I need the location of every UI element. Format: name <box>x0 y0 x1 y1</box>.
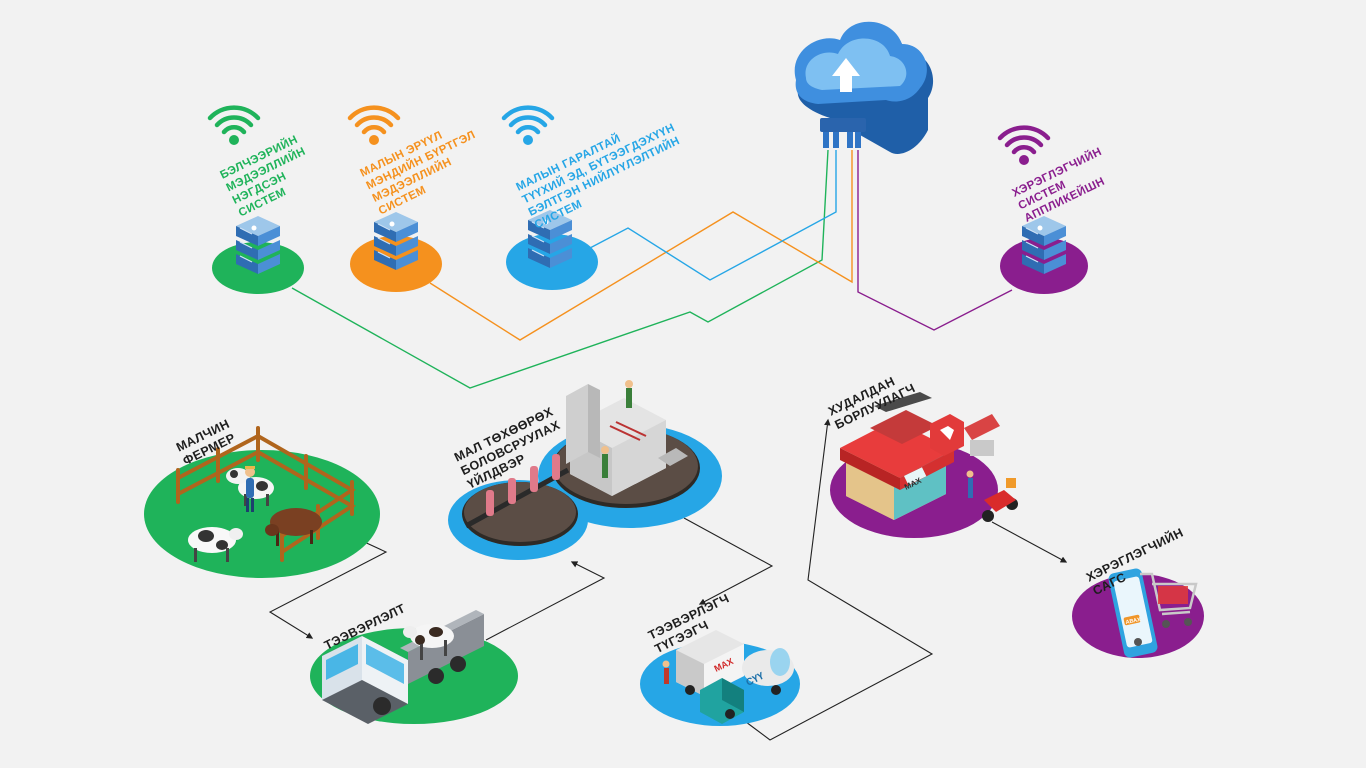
wifi-icon <box>350 108 398 145</box>
green-link <box>291 149 829 389</box>
meat-shop-icon: МАХ <box>830 392 1018 538</box>
orange-link <box>429 150 853 341</box>
delivery-trucks-icon: МАХ СҮҮ <box>640 630 800 726</box>
livestock-farm-icon <box>144 426 380 578</box>
wifi-icon <box>504 108 552 145</box>
server-orange <box>350 108 442 292</box>
server-green <box>210 108 304 294</box>
cloud-upload-icon <box>794 21 934 154</box>
wifi-icon <box>210 108 258 145</box>
wifi-icon <box>1000 128 1048 165</box>
blue-link <box>589 150 837 281</box>
network-links <box>291 149 1013 389</box>
purple-link <box>857 150 1013 331</box>
server-blue <box>504 108 598 290</box>
buy-button-label: АВАХ <box>1125 617 1142 626</box>
server-purple <box>1000 128 1088 294</box>
phone-shopping-cart-icon: АВАХ <box>1072 568 1204 658</box>
livestock-truck-icon <box>310 610 518 724</box>
flow-arrows <box>268 418 1068 741</box>
meat-processing-plant-icon <box>448 380 722 560</box>
